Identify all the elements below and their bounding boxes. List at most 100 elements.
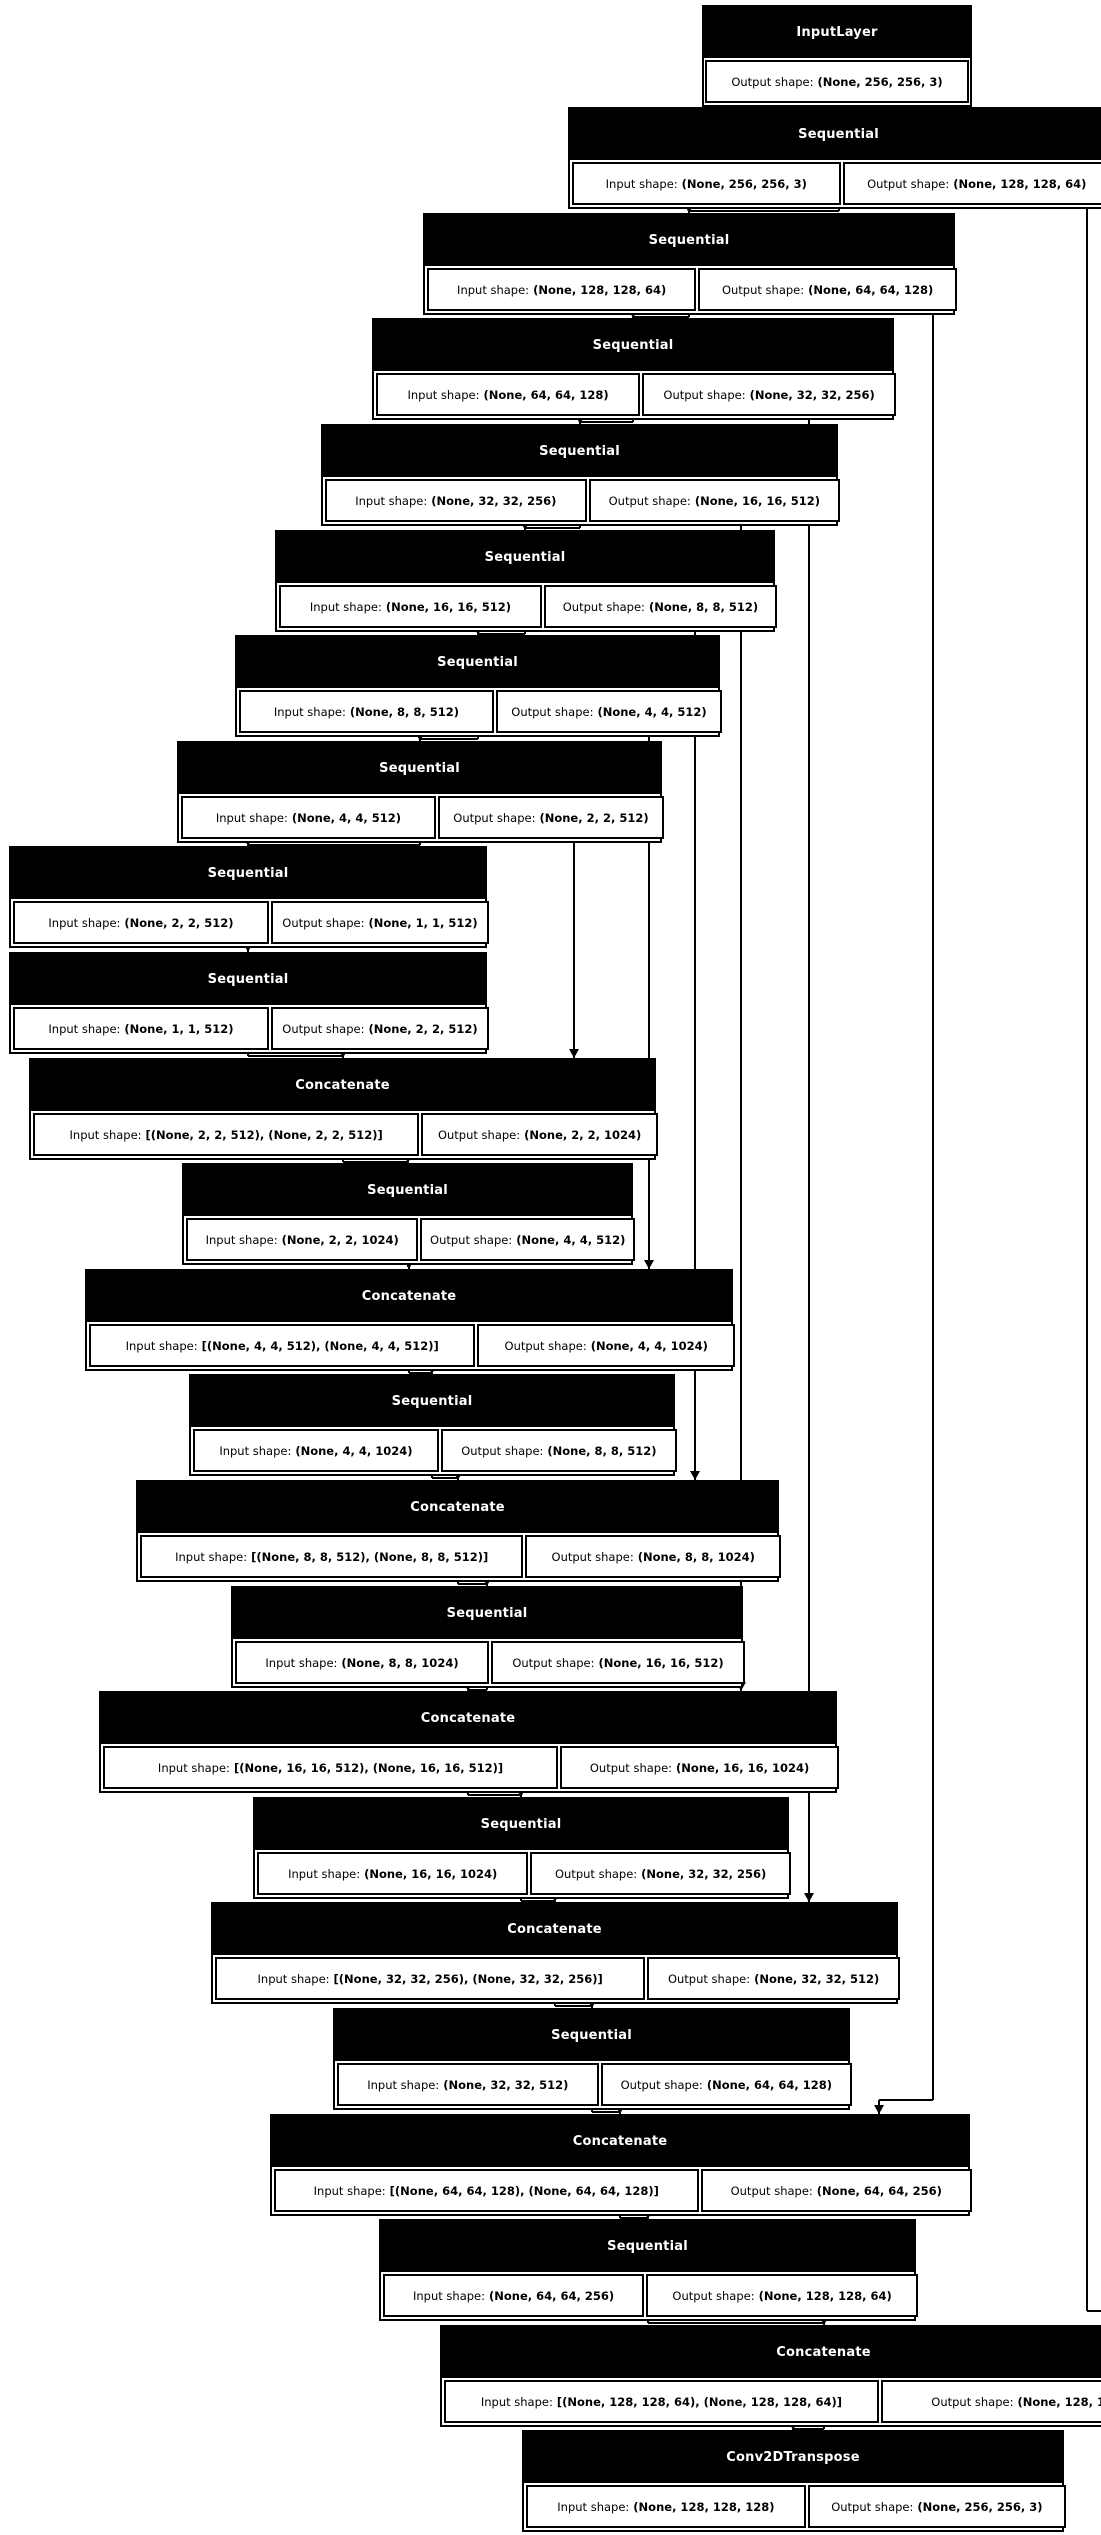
output-shape-cell: Output shape:(None, 32, 32, 256) (642, 373, 896, 416)
output-shape-cell-label: Output shape: (437, 1127, 521, 1142)
input-shape-cell-label: Input shape: (205, 1232, 278, 1247)
node-title: Sequential (277, 532, 773, 583)
input-shape-cell-value: (None, 16, 16, 1024) (364, 1866, 498, 1881)
input-shape-cell-value: (None, 128, 128, 64) (533, 282, 667, 297)
node-title: Conv2DTranspose (524, 2432, 1062, 2483)
input-shape-cell-label: Input shape: (313, 2183, 386, 2198)
output-shape-cell-value: (None, 2, 2, 512) (539, 810, 649, 825)
input-shape-cell: Input shape:(None, 16, 16, 512) (279, 585, 542, 628)
input-shape-cell-label: Input shape: (355, 493, 428, 508)
output-shape-cell-value: (None, 256, 256, 3) (917, 2499, 1043, 2514)
output-shape-cell-label: Output shape: (730, 2183, 813, 2198)
edge-dec3-to-concat3 (432, 1477, 458, 1479)
input-shape-cell-value: [(None, 128, 128, 64), (None, 128, 128, … (556, 2394, 843, 2409)
edge-enc6-to-enc7 (420, 738, 478, 740)
output-shape-cell-value: (None, 256, 256, 3) (817, 74, 943, 89)
input-shape-cell-value: [(None, 16, 16, 512), (None, 16, 16, 512… (233, 1760, 504, 1775)
node-title: Sequential (237, 637, 718, 688)
output-shape-cell: Output shape:(None, 64, 64, 128) (600, 2063, 852, 2106)
output-shape-cell-label: Output shape: (589, 1760, 673, 1775)
input-shape-cell-label: Input shape: (367, 2077, 440, 2092)
output-shape-cell-value: (None, 64, 64, 128) (808, 282, 934, 297)
output-shape-cell-label: Output shape: (562, 599, 645, 614)
edge-concat5-to-dec6 (555, 2005, 592, 2007)
input-shape-cell: Input shape:(None, 4, 4, 1024) (193, 1429, 439, 1472)
node-shapes: Input shape:(None, 64, 64, 256)Output sh… (381, 2272, 918, 2319)
output-shape-cell: Output shape:(None, 32, 32, 512) (647, 1957, 900, 2000)
output-shape-cell-label: Output shape: (282, 1021, 365, 1036)
edge-concat7-to-conv2dtranspose (793, 2428, 824, 2430)
input-shape-cell: Input shape:(None, 8, 8, 512) (239, 690, 494, 733)
node-title: Sequential (191, 1376, 673, 1427)
edge-enc4-to-enc5 (525, 527, 580, 529)
node-shapes: Input shape:(None, 8, 8, 512)Output shap… (237, 688, 722, 735)
output-shape-cell: Output shape:(None, 16, 16, 1024) (560, 1746, 839, 1789)
edge-enc1-to-enc2 (838, 209, 840, 211)
node-title: Sequential (11, 848, 485, 899)
node-title: Concatenate (87, 1271, 731, 1322)
output-shape-cell-label: Output shape: (608, 493, 691, 508)
output-shape-cell-label: Output shape: (667, 1971, 751, 1986)
node-title: Sequential (381, 2221, 914, 2272)
input-shape-cell: Input shape:(None, 1, 1, 512) (13, 1007, 269, 1050)
input-shape-cell-value: (None, 1, 1, 512) (124, 1021, 234, 1036)
node-title: Sequential (374, 320, 892, 371)
skip-rail-enc2 (879, 2099, 933, 2101)
edge-concat1-to-dec2 (343, 1161, 408, 1163)
input-shape-cell: Input shape:(None, 128, 128, 128) (526, 2485, 806, 2528)
skip-rail-enc6 (648, 737, 650, 1269)
output-shape-cell: Output shape:(None, 8, 8, 1024) (525, 1535, 781, 1578)
node-shapes: Input shape:[(None, 2, 2, 512), (None, 2… (31, 1111, 658, 1158)
input-shape-cell: Input shape:[(None, 16, 16, 512), (None,… (103, 1746, 559, 1789)
node-title: Sequential (335, 2010, 848, 2061)
output-shape-cell: Output shape:(None, 2, 2, 1024) (421, 1113, 658, 1156)
edge-enc7-to-enc8 (248, 844, 420, 846)
edge-enc1-to-enc2 (689, 210, 839, 212)
output-shape-cell-label: Output shape: (554, 1866, 638, 1881)
edge-enc6-to-enc7 (477, 737, 479, 739)
output-shape-cell-label: Output shape: (931, 2394, 1014, 2409)
input-shape-cell-value: (None, 2, 2, 512) (124, 915, 234, 930)
arrow-skip-enc7-to-concat1 (569, 1049, 579, 1058)
output-shape-cell: Output shape:(None, 256, 256, 3) (807, 2485, 1066, 2528)
output-shape-cell: Output shape:(None, 16, 16, 512) (588, 479, 840, 522)
output-shape-cell-value: (None, 128, 128, 128) (1017, 2394, 1101, 2409)
input-shape-cell-value: (None, 32, 32, 256) (431, 493, 557, 508)
edge-concat7-to-conv2dtranspose (823, 2427, 825, 2429)
output-shape-cell-value: (None, 128, 128, 64) (758, 2288, 892, 2303)
node-shapes: Input shape:(None, 16, 16, 512) Output sh… (277, 583, 777, 630)
output-shape-cell-value: (None, 64, 64, 256) (816, 2183, 942, 2198)
input-shape-cell-label: Input shape: (309, 599, 382, 614)
input-shape-cell-label: Input shape: (257, 1971, 330, 1986)
skip-rail-enc7 (573, 843, 575, 1058)
node-shapes: Input shape:(None, 32, 32, 512)Output sh… (335, 2061, 852, 2108)
output-shape-cell: Output shape:(None, 32, 32, 256) (530, 1852, 791, 1895)
input-shape-cell: Input shape:[(None, 8, 8, 512), (None, 8… (140, 1535, 524, 1578)
node-shapes: Input shape:(None, 128, 128, 64)Output s… (425, 266, 957, 313)
